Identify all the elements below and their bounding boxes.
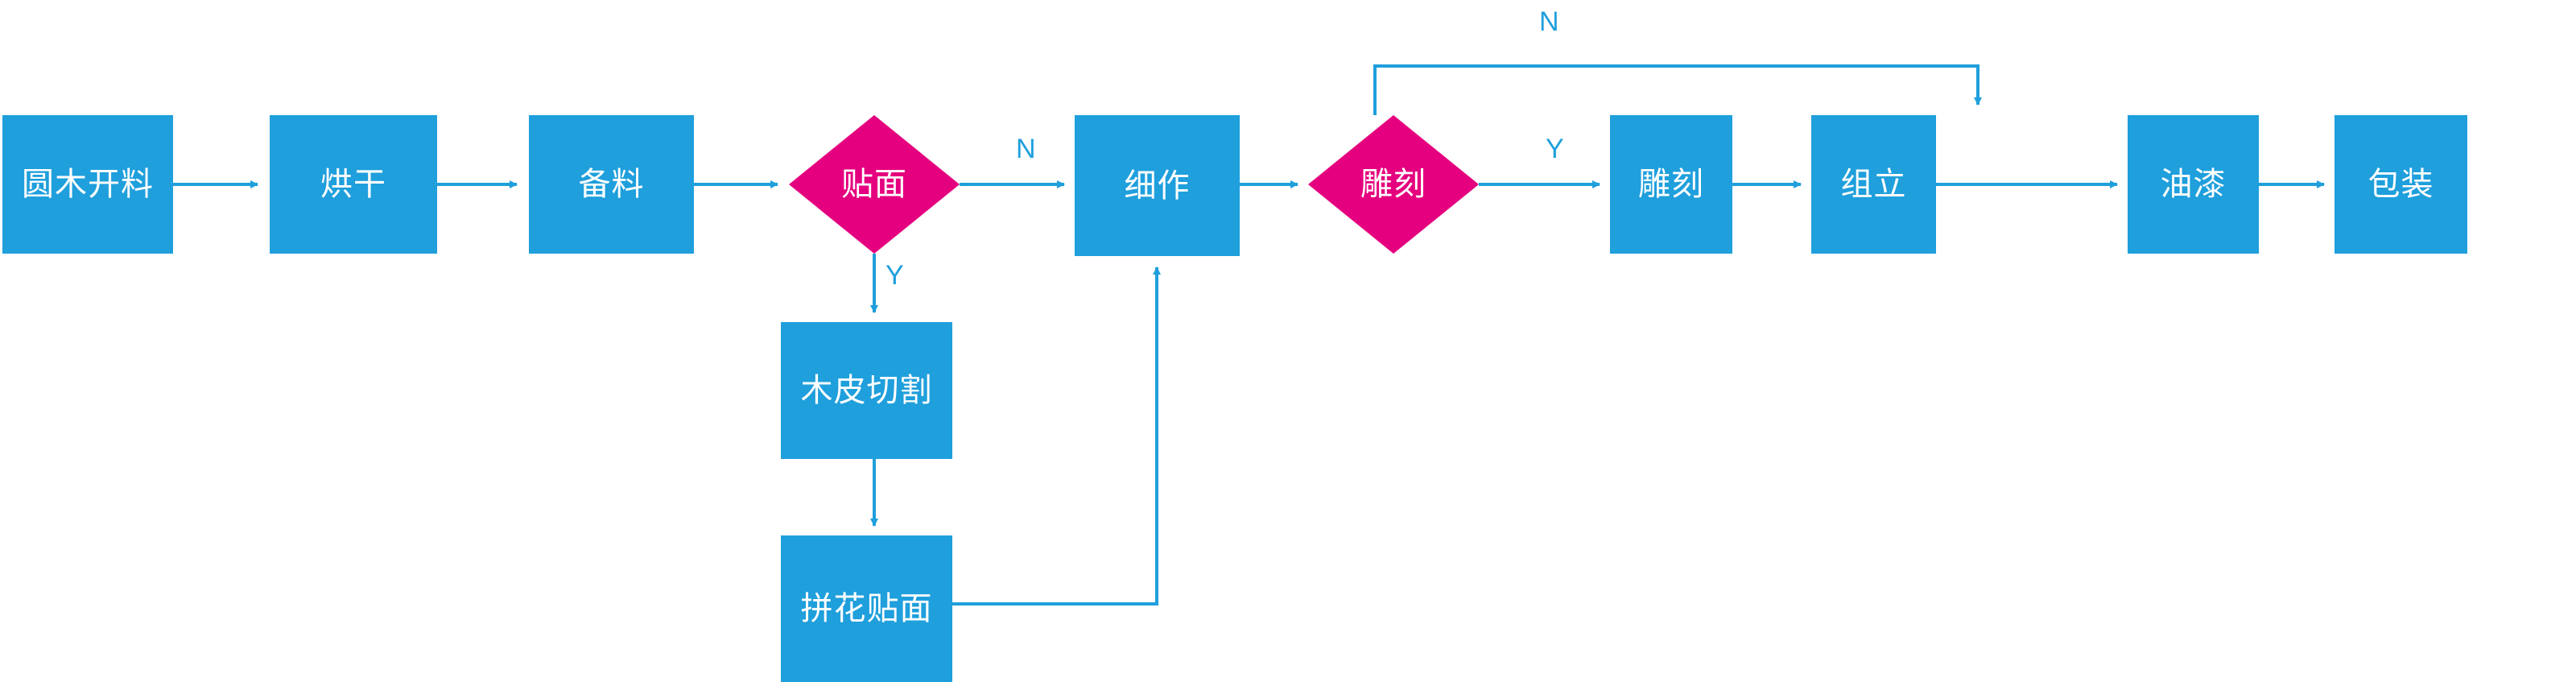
node-baozhuang[interactable]: 包装 <box>2334 115 2467 254</box>
node-decision-diaoke[interactable]: 雕刻 <box>1308 115 1479 254</box>
edge-label-y-diaoke: Y <box>1546 135 1564 163</box>
node-mupi-qiege[interactable]: 木皮切割 <box>781 322 952 459</box>
node-decision-tiemian[interactable]: 贴面 <box>789 115 960 254</box>
edge-label-n-tiemian: N <box>1016 135 1036 163</box>
edge-diaoke-n-to-zuli <box>1373 64 1982 115</box>
node-label: 贴面 <box>841 166 907 203</box>
node-xizuo[interactable]: 细作 <box>1075 115 1240 256</box>
node-youqi[interactable]: 油漆 <box>2128 115 2259 254</box>
node-yuanmu-kailiao[interactable]: 圆木开料 <box>2 115 173 254</box>
node-label: 雕刻 <box>1360 166 1426 203</box>
node-label: 圆木开料 <box>22 166 154 203</box>
node-label: 备料 <box>578 166 645 203</box>
diamond-shape <box>789 115 960 254</box>
edge-label-text: N <box>1016 134 1036 164</box>
edge-label-text: N <box>1539 6 1559 37</box>
node-zuli[interactable]: 组立 <box>1811 115 1936 254</box>
node-label: 拼花贴面 <box>800 590 933 627</box>
node-pinhua-tiemian[interactable]: 拼花贴面 <box>781 535 952 682</box>
edge-label-text: Y <box>886 260 904 291</box>
node-label: 烘干 <box>320 166 386 203</box>
node-henggan[interactable]: 烘干 <box>270 115 437 254</box>
node-label: 包装 <box>2368 166 2434 203</box>
edge-label-text: Y <box>1546 134 1564 164</box>
node-label: 雕刻 <box>1638 166 1704 203</box>
node-label: 细作 <box>1124 167 1191 205</box>
node-beiliao[interactable]: 备料 <box>529 115 694 254</box>
node-diaoke-process[interactable]: 雕刻 <box>1610 115 1732 254</box>
diamond-shape <box>1308 115 1479 254</box>
edge-label-y-tiemian: Y <box>886 262 904 289</box>
edge-label-n-diaoke: N <box>1539 8 1559 35</box>
node-label: 木皮切割 <box>800 372 933 409</box>
edge-pinhuatiemian-to-xizuo <box>952 267 1161 606</box>
node-label: 油漆 <box>2160 166 2227 203</box>
node-label: 组立 <box>1840 166 1907 203</box>
